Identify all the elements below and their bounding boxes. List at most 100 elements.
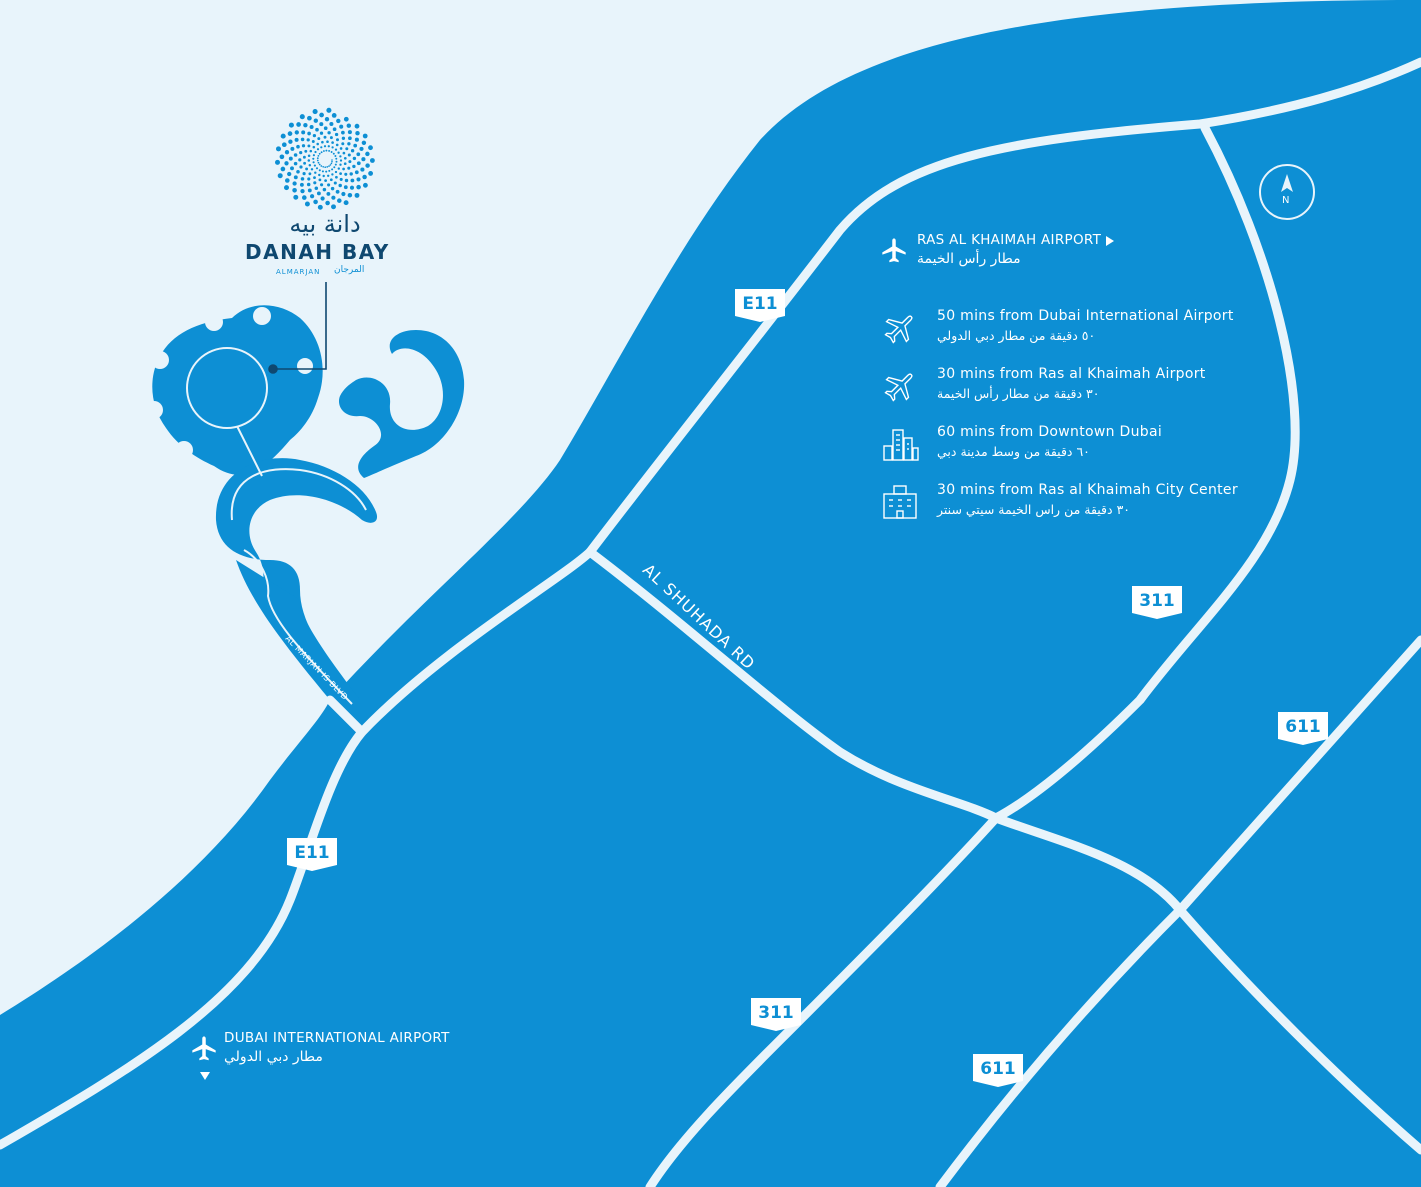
dxb-airport-marker[interactable]: DUBAI INTERNATIONAL AIRPORT مطار دبي الد…: [190, 1030, 450, 1086]
logo-sub-latin: ALMARJAN: [276, 268, 321, 276]
logo-dot: [333, 181, 337, 185]
logo-dot: [307, 177, 311, 181]
logo-dot: [331, 113, 337, 118]
logo-dot: [315, 167, 319, 170]
logo-dot: [332, 127, 337, 132]
shield-label: 611: [980, 1059, 1016, 1079]
rak-airport-ar: مطار رأس الخيمة: [917, 251, 1021, 267]
logo-dot: [312, 154, 315, 157]
arrow-down-icon: [200, 1072, 210, 1080]
logo-dot: [346, 123, 352, 128]
logo-dot: [335, 160, 338, 163]
logo-dot: [313, 199, 318, 205]
logo-dot: [313, 181, 317, 185]
logo-dot: [299, 150, 303, 155]
logo-dot: [335, 143, 339, 147]
logo-dot: [331, 173, 334, 176]
logo-dot: [328, 169, 331, 172]
logo-dot: [279, 154, 285, 160]
shield-label: E11: [294, 843, 330, 863]
distance-label-ar: ٣٠ دقيقة من مطار رأس الخيمة: [937, 386, 1100, 401]
logo-dot: [329, 164, 332, 166]
logo-dot: [300, 177, 305, 181]
logo-dot: [293, 161, 298, 166]
logo-dot: [299, 182, 304, 187]
logo-dot: [337, 198, 342, 203]
logo-dot: [299, 114, 305, 120]
logo-dot: [307, 154, 311, 157]
logo-dot: [345, 147, 349, 151]
distance-label: 60 mins from Downtown Dubai: [937, 424, 1163, 440]
logo-dot: [334, 148, 338, 151]
logo-dot: [341, 142, 345, 146]
logo-dot: [334, 163, 337, 166]
logo-dot: [347, 142, 351, 146]
logo-dot: [319, 112, 324, 118]
distance-label: 30 mins from Ras al Khaimah City Center: [937, 482, 1238, 498]
logo-dot: [352, 156, 357, 161]
logo-dot: [352, 164, 356, 169]
logo-dot: [292, 181, 297, 186]
distance-label: 50 mins from Dubai International Airport: [937, 308, 1234, 324]
logo-dot: [327, 131, 331, 135]
logo-swirl-icon: [275, 107, 375, 210]
logo-dot: [317, 155, 320, 157]
logo-dot: [319, 131, 324, 135]
logo-dot: [368, 145, 373, 151]
logo-dot: [334, 155, 337, 157]
road-marjan: [325, 695, 367, 737]
logo-dot: [331, 159, 333, 161]
logo-dot: [296, 144, 300, 149]
rak-airport-marker[interactable]: RAS AL KHAIMAH AIRPORT مطار رأس الخيمة: [880, 232, 1120, 272]
logo-dot: [284, 150, 290, 155]
logo-dot: [290, 166, 294, 171]
logo-dot: [318, 152, 321, 155]
logo-dot: [316, 148, 320, 151]
logo-dot: [324, 166, 327, 169]
logo-sub-arabic: المرجان: [334, 265, 365, 275]
logo-dot: [348, 136, 352, 141]
logo-dot: [341, 191, 346, 197]
logo-dot: [281, 142, 287, 148]
logo-dot: [313, 118, 318, 123]
logo-dot: [320, 151, 323, 154]
logo-dot: [323, 126, 328, 131]
logo-dot: [331, 141, 334, 144]
logo-dot: [299, 165, 303, 169]
logo-dot: [343, 156, 347, 160]
compass-icon: [1259, 164, 1315, 220]
logo-dot: [331, 195, 336, 200]
logo-dot: [331, 204, 336, 210]
logo-dot: [362, 133, 368, 139]
logo-dot: [349, 185, 355, 190]
logo-dot: [293, 194, 299, 200]
logo-dot: [313, 176, 316, 180]
logo-dot: [337, 167, 340, 170]
logo-dot: [318, 178, 322, 182]
plane-icon: [884, 315, 913, 344]
logo-dot: [304, 149, 308, 153]
logo-dot: [316, 191, 321, 196]
logo-dot: [334, 170, 338, 174]
logo-dot: [354, 137, 359, 142]
logo-dot: [309, 125, 314, 129]
logo-dot: [317, 161, 320, 164]
logo-dot: [307, 131, 311, 136]
logo-dot: [350, 149, 355, 153]
logo-dot: [302, 155, 306, 159]
logo-dot: [294, 137, 299, 142]
logo-dot: [339, 155, 342, 158]
logo-dot: [326, 140, 329, 143]
logo-dot: [324, 179, 327, 182]
shield-611: 611: [971, 1052, 1025, 1088]
compass-label: N: [1282, 195, 1290, 206]
road-311: [645, 123, 1300, 1187]
logo-dot: [312, 133, 317, 138]
logo-dot: [350, 178, 355, 183]
logo-dot: [335, 175, 338, 179]
logo-dot: [293, 153, 298, 157]
logo-dot: [361, 157, 366, 162]
shield-label: 311: [1139, 591, 1175, 611]
logo-dot: [341, 136, 346, 140]
logo-dot: [294, 130, 299, 135]
